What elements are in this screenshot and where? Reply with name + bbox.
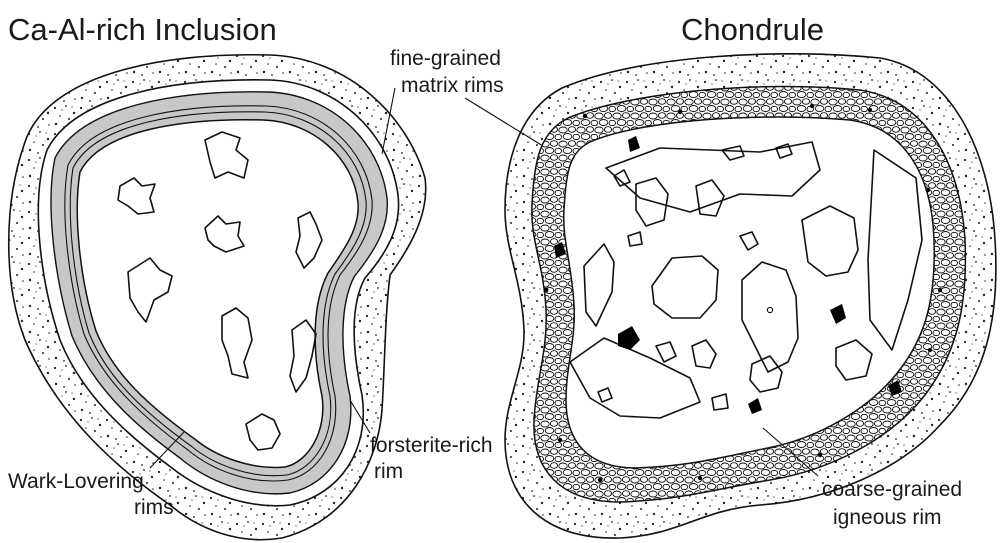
wark-lovering-label-line2: rims [134,496,174,519]
chondrule-diagram [505,54,996,538]
igneous-rim-label-line1: coarse-grained [822,478,962,501]
opaque-grain [926,188,930,192]
matrix-rims-label-line1: fine-grained [390,47,501,70]
chondrule-title: Chondrule [681,12,824,47]
forsterite-label-line1: forsterite-rich [370,434,493,457]
opaque-grain [558,438,562,442]
igneous-rim-label-line2: igneous rim [833,506,942,529]
opaque-grain [544,288,549,293]
cai-diagram [9,55,426,540]
opaque-grain [928,348,932,352]
opaque-grain [583,114,587,118]
opaque-grain [938,288,942,292]
matrix-rims-label-line2: matrix rims [401,74,504,97]
opaque-grain [810,104,814,108]
opaque-grain [678,110,682,114]
cai-title: Ca-Al-rich Inclusion [8,12,277,47]
opaque-grain [868,108,872,112]
opaque-grain [818,453,822,457]
opaque-grain [698,476,702,480]
opaque-grain [598,478,602,482]
wark-lovering-label-line1: Wark-Lovering [8,470,144,493]
forsterite-label-line2: rim [374,460,403,483]
